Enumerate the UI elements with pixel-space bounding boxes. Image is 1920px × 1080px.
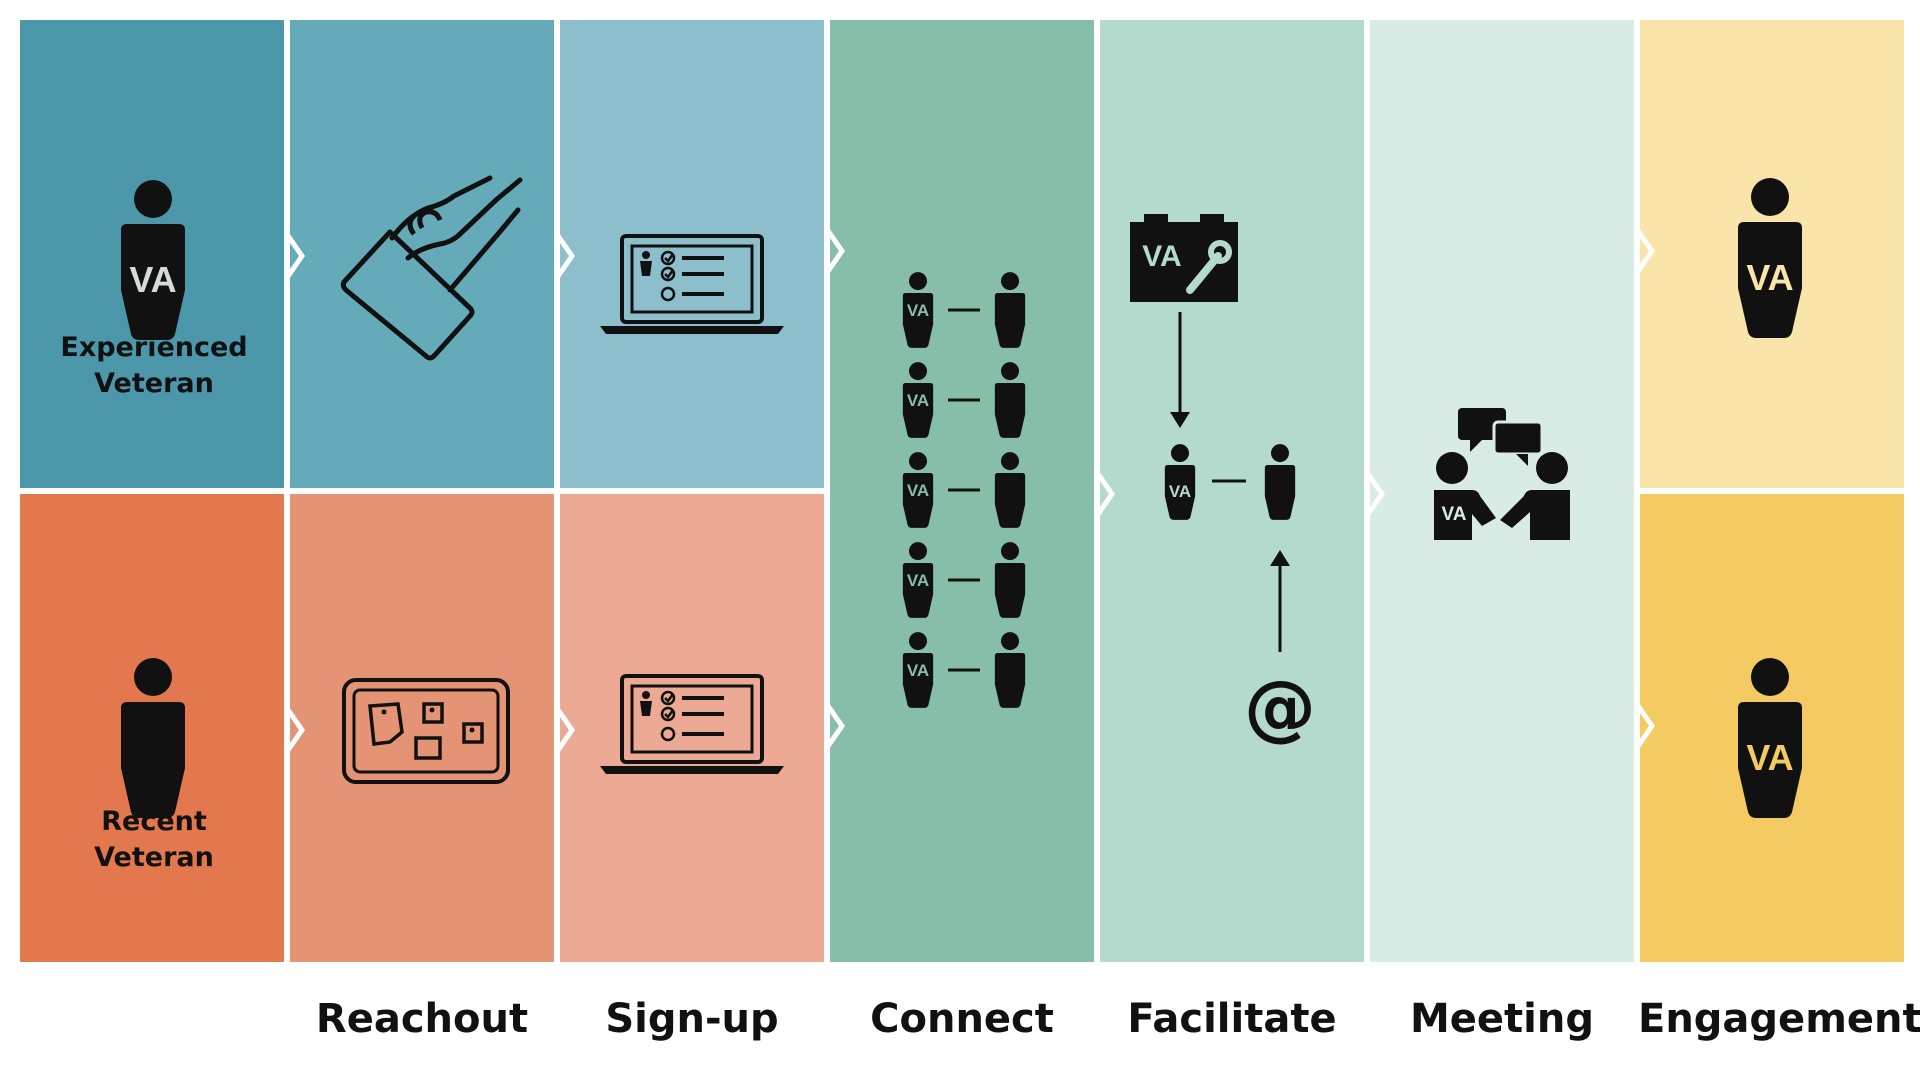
speech-bubbles-icon	[1458, 408, 1544, 466]
reachout-top-tile	[290, 20, 554, 488]
mentor-pair-icon: VA	[902, 542, 1026, 618]
hand-flyer-icon	[340, 175, 523, 361]
bulletin-board-icon	[342, 678, 510, 784]
va-badge: VA	[907, 571, 929, 590]
engagement-top-tile: VA	[1640, 20, 1904, 488]
experienced-veteran-label: Experienced Veteran	[60, 332, 248, 399]
stage-label-reachout: Reachout	[315, 996, 529, 1042]
stage-label-engagement: Engagement	[1638, 996, 1920, 1042]
reachout-bottom-tile	[290, 494, 554, 962]
mentor-pair-icon: VA	[902, 272, 1026, 348]
recent-veteran-tile: Recent Veteran	[20, 494, 284, 962]
recent-veteran-icon	[121, 658, 185, 818]
va-badge: VA	[1442, 504, 1467, 525]
svg-text:VA: VA	[1169, 482, 1191, 501]
stage-label-connect: Connect	[870, 996, 1054, 1042]
meeting-tile: VA	[1370, 20, 1634, 962]
stage-label-meeting: Meeting	[1409, 996, 1594, 1042]
experienced-veteran-tile: VA Experienced Veteran	[20, 20, 284, 488]
at-sign-icon: @	[1244, 665, 1316, 749]
connect-tile: VA VA VA VA VA	[830, 20, 1094, 962]
va-badge: VA	[907, 481, 929, 500]
engagement-bottom-tile: VA	[1640, 494, 1904, 962]
va-badge: VA	[129, 259, 176, 300]
facilitate-tile: VA VA @	[1100, 20, 1364, 962]
va-badge: VA	[1142, 240, 1181, 273]
stage-label-signup: Sign-up	[605, 996, 779, 1042]
toolkit-icon: VA	[1130, 214, 1238, 302]
mentor-pair-icon: VA	[902, 632, 1026, 708]
signup-top-tile	[560, 20, 824, 488]
signup-bottom-tile	[560, 494, 824, 962]
handshake-icon: VA	[1434, 452, 1570, 540]
va-badge: VA	[1746, 257, 1793, 298]
laptop-checklist-icon	[600, 674, 784, 776]
mentor-pairs-group: VA VA VA VA VA	[902, 272, 1026, 708]
va-badge: VA	[907, 391, 929, 410]
mentor-pair-icon: VA	[902, 362, 1026, 438]
va-badge: VA	[907, 661, 929, 680]
mentor-pair-icon: VA	[902, 452, 1026, 528]
recent-veteran-label: Recent Veteran	[94, 806, 214, 873]
mentor-pair-icon: VA	[1164, 444, 1296, 520]
laptop-checklist-icon	[600, 234, 784, 336]
va-badge: VA	[1746, 737, 1793, 778]
va-badge: VA	[907, 301, 929, 320]
stage-label-facilitate: Facilitate	[1127, 996, 1337, 1042]
